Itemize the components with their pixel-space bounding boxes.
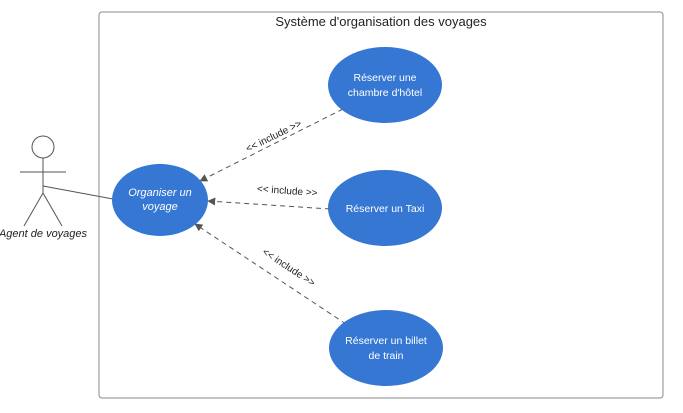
use-case-organiser-voyage-label-line2: voyage (142, 201, 177, 213)
use-case-reserver-hotel[interactable]: Réserver une chambre d'hôtel (328, 47, 442, 123)
actor-figure (20, 135, 66, 227)
include-label-taxi: << include >> (257, 184, 318, 199)
use-case-reserver-train-label-line2: de train (368, 350, 403, 362)
use-case-reserver-taxi-shape (328, 170, 442, 246)
system-title: Système d'organisation des voyages (275, 14, 487, 29)
use-case-reserver-taxi-label: Réserver un Taxi (346, 203, 425, 215)
use-case-organiser-voyage-shape (112, 164, 208, 236)
use-case-organiser-voyage-label-line1: Organiser un (128, 187, 192, 199)
actor-head (31, 135, 55, 159)
use-case-organiser-voyage[interactable]: Organiser un voyage (112, 164, 208, 236)
include-arrow-taxi (207, 197, 331, 210)
actor-label: Agent de voyages (0, 228, 88, 240)
actor-left-leg (23, 192, 44, 227)
use-case-reserver-hotel-shape (328, 47, 442, 123)
actor-right-leg (42, 192, 63, 227)
association-line (42, 185, 114, 200)
include-arrow-train (194, 223, 347, 325)
use-case-reserver-hotel-label-line1: Réserver une (353, 72, 416, 84)
use-case-reserver-taxi[interactable]: Réserver un Taxi (328, 170, 442, 246)
use-case-reserver-hotel-label-line2: chambre d'hôtel (348, 87, 422, 99)
use-case-reserver-train-shape (329, 310, 443, 386)
use-case-reserver-train[interactable]: Réserver un billet de train (329, 310, 443, 386)
use-case-reserver-train-label-line1: Réserver un billet (345, 335, 427, 347)
